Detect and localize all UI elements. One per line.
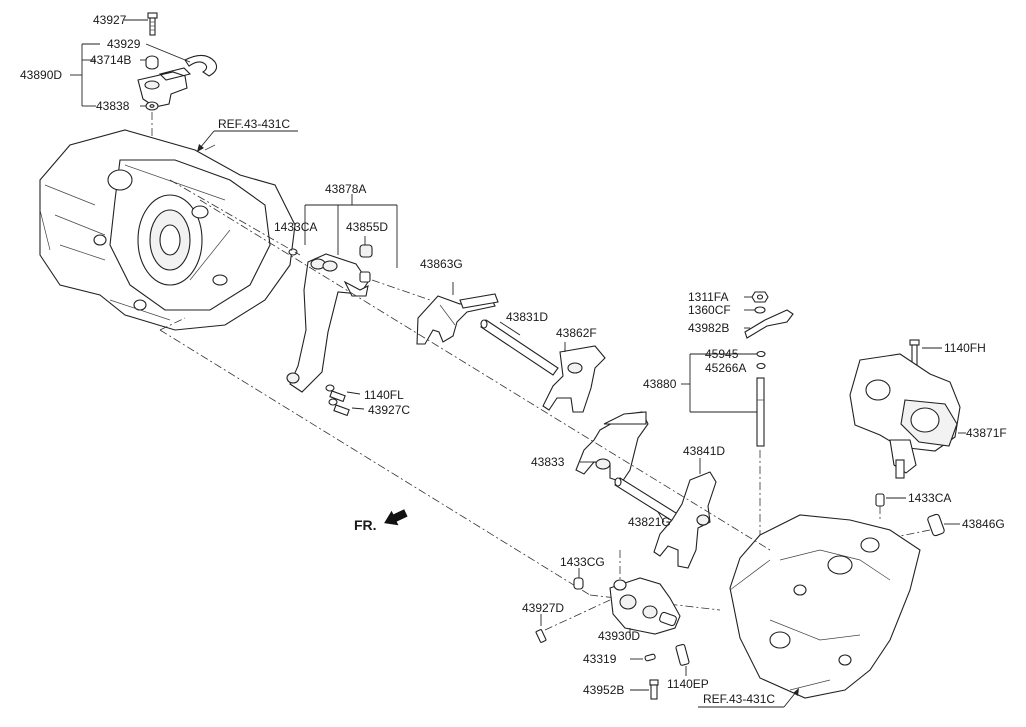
label-43833: 43833 <box>531 455 565 469</box>
label-1140FH: 1140FH <box>944 341 986 355</box>
bolt-43927C-icon <box>328 398 350 417</box>
bolt-43927-icon <box>147 12 158 36</box>
bushing-43714B-icon <box>145 55 159 70</box>
rod-43831D <box>480 319 559 376</box>
clip-43929-icon <box>184 54 218 77</box>
sensor-43846G-icon <box>879 513 960 541</box>
pin-1433CA-right-icon <box>875 493 906 520</box>
label-43927: 43927 <box>93 13 127 27</box>
label-43890D: 43890D <box>20 68 62 82</box>
label-43982B: 43982B <box>688 321 729 335</box>
bolt-1140FL-icon <box>325 384 346 403</box>
svg-text:FR.: FR. <box>354 517 377 533</box>
label-1311FA: 1311FA <box>688 290 728 304</box>
bracket-plate-icon <box>137 67 192 108</box>
label-43862F: 43862F <box>556 326 597 340</box>
label-43714B: 43714B <box>90 53 131 67</box>
label-43821G: 43821G <box>628 515 671 529</box>
rail-43880-icon <box>756 377 765 447</box>
washer-43838-icon <box>145 101 159 111</box>
label-43878A: 43878A <box>325 182 366 196</box>
label-43927D: 43927D <box>522 601 564 615</box>
label-1433CG: 1433CG <box>560 555 605 569</box>
shift-fork-43841D <box>653 458 717 569</box>
label-43855D: 43855D <box>346 220 388 234</box>
transaxle-case-right <box>729 514 921 699</box>
pin-43319-icon <box>630 653 656 662</box>
front-direction-indicator: FR. <box>354 509 408 533</box>
label-43930D: 43930D <box>598 629 640 643</box>
shift-fork-43833 <box>575 411 649 483</box>
svg-text:REF.43-431C: REF.43-431C <box>703 692 775 706</box>
label-43846G: 43846G <box>962 517 1005 531</box>
washer-1360CF-icon <box>754 306 766 314</box>
ref-label-bottom: REF.43-431C <box>698 688 799 708</box>
label-43319: 43319 <box>583 652 617 666</box>
plug-1433CG-icon <box>573 568 584 590</box>
label-43841D: 43841D <box>683 444 725 458</box>
label-43871F: 43871F <box>966 426 1007 440</box>
nut-1311FA-icon <box>751 291 769 303</box>
label-45945: 45945 <box>705 347 739 361</box>
label-1433CA-right: 1433CA <box>908 491 951 505</box>
ring-45945-icon <box>756 350 766 358</box>
label-43880: 43880 <box>643 377 677 391</box>
ring-45266A-icon <box>756 362 766 370</box>
front-arrow-icon <box>384 509 408 526</box>
svg-text:REF.43-431C: REF.43-431C <box>218 117 290 131</box>
lever-43982B-icon <box>744 309 794 339</box>
label-45266A: 45266A <box>705 361 746 375</box>
shift-actuator-43871F <box>849 339 966 479</box>
label-1140FL: 1140FL <box>364 388 404 402</box>
label-43929: 43929 <box>107 37 141 51</box>
valve-body-43930D <box>609 577 681 636</box>
bolt-1140EP-icon <box>675 643 690 676</box>
ref-label-top: REF.43-431C <box>197 117 298 152</box>
transaxle-case-left <box>39 129 296 331</box>
shift-lever-43878A <box>169 179 431 417</box>
label-43927C: 43927C <box>368 403 410 417</box>
bolt-43952B-icon <box>630 679 659 700</box>
label-1360CF: 1360CF <box>688 303 731 317</box>
shift-fork-43862F <box>542 342 606 413</box>
label-1140EP: 1140EP <box>667 677 709 691</box>
shift-fork-43863G <box>416 282 499 345</box>
label-43863G: 43863G <box>420 257 463 271</box>
label-1433CA-left: 1433CA <box>274 220 317 234</box>
label-43952B: 43952B <box>583 683 624 697</box>
bracket-group-43890D <box>70 12 218 145</box>
label-43831D: 43831D <box>506 310 548 324</box>
label-43838: 43838 <box>96 99 130 113</box>
bolt-43927D-icon <box>535 614 547 643</box>
